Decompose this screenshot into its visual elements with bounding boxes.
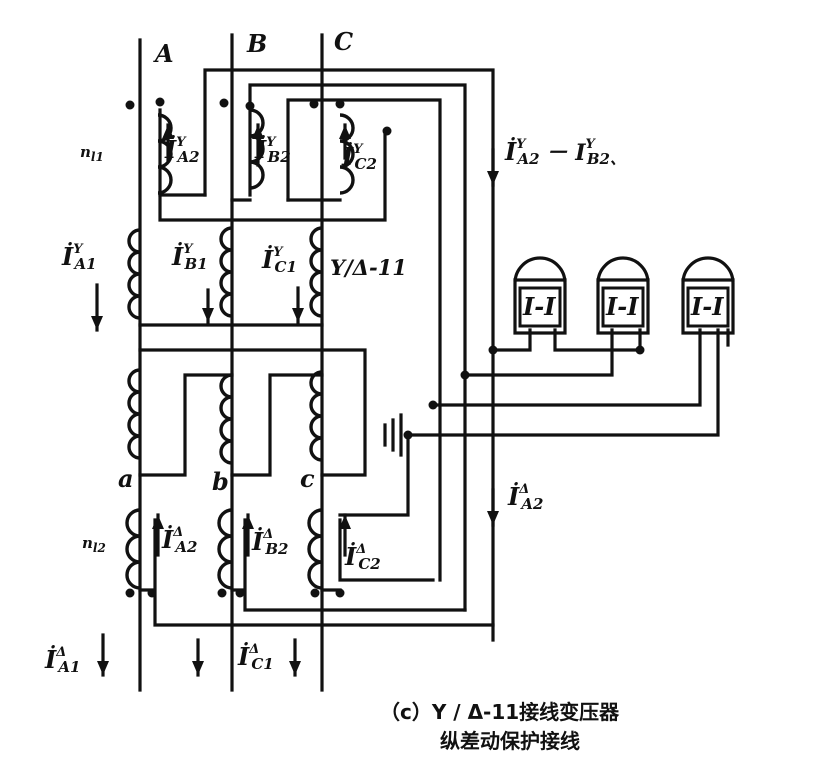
bottom-ct-coil — [307, 508, 323, 590]
phase-label-c: C — [334, 27, 353, 56]
ground-symbol — [383, 413, 403, 457]
connection-dot — [428, 400, 438, 410]
connection-dot — [155, 97, 165, 107]
transformer-secondary-coil — [309, 370, 323, 462]
connection-dot — [217, 588, 227, 598]
connection-dot — [219, 98, 229, 108]
connection-dot — [488, 345, 498, 355]
arrow-head-icon — [292, 308, 304, 322]
current-arrows — [91, 123, 499, 677]
arrow-head-icon — [192, 661, 204, 675]
arrow-head-icon — [289, 661, 301, 675]
ct-label-n-l1: nl1 — [80, 143, 104, 164]
connection-dot — [125, 588, 135, 598]
relay-label: I-I — [690, 292, 724, 321]
arrow-head-icon — [152, 515, 164, 529]
arrow-head-icon — [97, 661, 109, 675]
connection-dot — [235, 588, 245, 598]
connection-dot — [460, 370, 470, 380]
connection-dot — [382, 126, 392, 136]
transformer-secondary-coil — [219, 373, 233, 465]
phase-label-a: A — [153, 39, 174, 68]
caption-line-2: 纵差动保护接线 — [440, 729, 580, 753]
relay-label: I-I — [605, 292, 639, 321]
terminal-label-b: b — [212, 467, 229, 496]
terminal-label-c: c — [300, 464, 315, 493]
connection-dot — [147, 588, 157, 598]
transformer-secondary-coil — [127, 368, 141, 460]
arrow-head-icon — [487, 171, 499, 185]
top-ct-coil — [249, 108, 265, 190]
connection-dot — [335, 99, 345, 109]
relay-1: I-I — [513, 256, 567, 335]
arrow-head-icon — [487, 511, 499, 525]
relay-wires — [406, 328, 730, 437]
phase-label-b: B — [246, 29, 267, 58]
transformer-delta-wires — [138, 323, 367, 477]
transformer-primary-coil — [219, 226, 233, 318]
bottom-ct-coil — [217, 508, 233, 590]
wires — [138, 33, 730, 692]
arrow-head-icon — [242, 515, 254, 529]
connection-dot — [335, 588, 345, 598]
arrow-head-icon — [162, 125, 174, 139]
relay-3: I-I — [681, 256, 735, 335]
relay-2: I-I — [596, 256, 650, 335]
arrow-head-icon — [339, 515, 351, 529]
connection-dot — [635, 345, 645, 355]
caption-line-1: （c）Y / Δ-11接线变压器 — [380, 700, 620, 724]
connection-dot — [125, 100, 135, 110]
transformer-label: Y/Δ-11 — [330, 255, 407, 280]
bottom-ct-secondary-wires — [138, 433, 495, 627]
ct-label-n-l2: nl2 — [82, 534, 106, 555]
top-ct-secondary-wires — [158, 68, 495, 642]
arrow-head-icon — [339, 125, 351, 139]
arrow-head-icon — [91, 316, 103, 330]
connection-dot — [309, 99, 319, 109]
relay-label: I-I — [522, 292, 556, 321]
bottom-ct-coil — [125, 508, 141, 590]
transformer-primary-coil — [309, 226, 323, 318]
coils — [125, 108, 355, 590]
transformer-primary-coil — [127, 228, 141, 320]
terminal-label-a: a — [118, 464, 134, 493]
connection-dot — [245, 101, 255, 111]
top-ct-coil — [157, 113, 173, 195]
top-ct-coil — [339, 113, 355, 195]
connection-dots — [125, 97, 645, 598]
connection-dot — [310, 588, 320, 598]
connection-dot — [403, 430, 413, 440]
arrow-head-icon — [252, 125, 264, 139]
arrow-head-icon — [202, 308, 214, 322]
